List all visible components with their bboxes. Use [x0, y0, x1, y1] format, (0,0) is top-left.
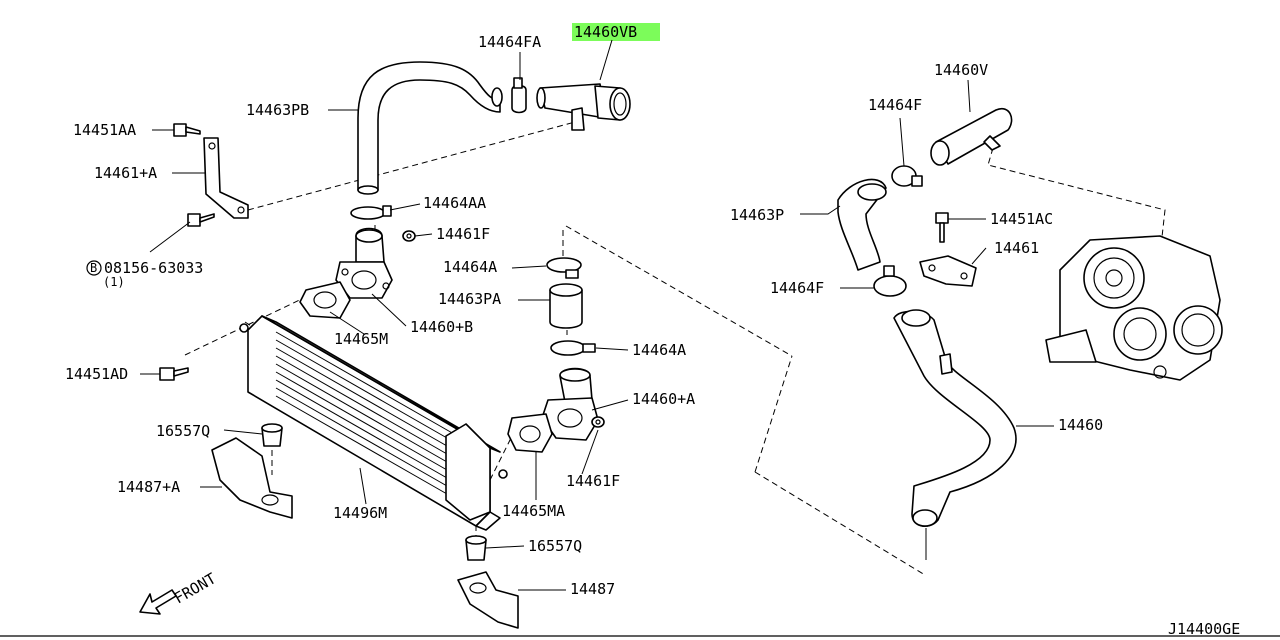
diagram-code: J14400GE — [1168, 620, 1240, 638]
clamp-14464A-bottom[interactable] — [550, 340, 596, 356]
front-arrow — [139, 589, 177, 615]
turbocharger[interactable] — [1045, 235, 1223, 381]
clamp-14464F-top[interactable] — [891, 165, 923, 187]
label-14463PB: 14463PB — [246, 101, 309, 119]
clamp-14464A-top[interactable] — [546, 257, 582, 279]
pipe-14460V[interactable] — [930, 107, 1013, 166]
label-08156-mark: B — [90, 261, 97, 275]
label-14464A-top: 14464A — [443, 258, 497, 276]
label-14464F-bottom: 14464F — [770, 279, 824, 297]
label-14464F-top: 14464F — [868, 96, 922, 114]
bolt-14451AA[interactable] — [173, 123, 201, 137]
hose-14463P[interactable] — [837, 178, 887, 271]
label-14463PA: 14463PA — [438, 290, 501, 308]
bracket-14461[interactable] — [919, 255, 977, 287]
label-14464AA: 14464AA — [423, 194, 486, 212]
intercooler-14496M[interactable] — [239, 315, 508, 531]
label-14465MA: 14465MA — [502, 502, 565, 520]
label-front: FRONT — [171, 569, 219, 607]
label-14461A: 14461+A — [94, 164, 157, 182]
label-14460B: 14460+B — [410, 318, 473, 336]
label-14460VB: 14460VB — [574, 23, 637, 41]
gasket-14465MA[interactable] — [507, 413, 553, 453]
pipe-14460VB[interactable] — [536, 83, 631, 131]
label-14463P: 14463P — [730, 206, 784, 224]
nut-14461F-bottom[interactable] — [591, 416, 605, 428]
clamp-14464AA[interactable] — [350, 205, 392, 220]
label-08156-qty: (1) — [103, 275, 125, 289]
label-14460: 14460 — [1058, 416, 1103, 434]
label-14461: 14461 — [994, 239, 1039, 257]
outlet-14460B[interactable] — [335, 227, 393, 299]
label-14487A: 14487+A — [117, 478, 180, 496]
label-14451AA: 14451AA — [73, 121, 136, 139]
pipe-14460[interactable] — [893, 309, 1017, 527]
label-14496M: 14496M — [333, 504, 387, 522]
label-14487: 14487 — [570, 580, 615, 598]
hose-14463PB[interactable] — [357, 61, 503, 195]
label-16557Q-bottom: 16557Q — [528, 537, 582, 555]
bracket-14461A[interactable] — [203, 137, 249, 219]
label-14460A: 14460+A — [632, 390, 695, 408]
label-16557Q-left: 16557Q — [156, 422, 210, 440]
nut-14461F-top[interactable] — [402, 230, 416, 242]
bolt-14451AD[interactable] — [159, 367, 189, 381]
gasket-14465M[interactable] — [299, 281, 351, 319]
leader-lines — [86, 39, 1054, 591]
label-14460V: 14460V — [934, 61, 988, 79]
part-highlight — [572, 23, 660, 41]
clamp-14464FA[interactable] — [511, 77, 527, 114]
mount-16557Q-bottom[interactable] — [465, 535, 487, 561]
label-14461F-bottom: 14461F — [566, 472, 620, 490]
clamp-14464F-bottom[interactable] — [873, 265, 907, 297]
mount-16557Q-left[interactable] — [261, 423, 283, 447]
bracket-14487A[interactable] — [211, 437, 293, 519]
bolt-14451AC[interactable] — [935, 212, 949, 243]
label-14464A-bottom: 14464A — [632, 341, 686, 359]
bracket-14487[interactable] — [457, 571, 519, 629]
label-14461F-top: 14461F — [436, 225, 490, 243]
label-14451AC: 14451AC — [990, 210, 1053, 228]
label-08156-63033: 08156-63033 — [104, 259, 203, 277]
label-14465M: 14465M — [334, 330, 388, 348]
bolt-08156[interactable] — [187, 213, 215, 227]
hose-14463PA[interactable] — [549, 283, 583, 329]
label-14451AD: 14451AD — [65, 365, 128, 383]
label-14464FA: 14464FA — [478, 33, 541, 51]
outlet-14460A[interactable] — [541, 367, 599, 441]
